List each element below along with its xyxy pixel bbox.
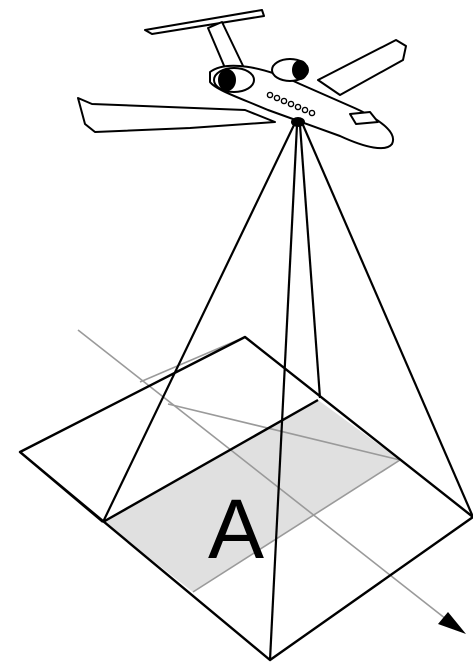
- area-label: A: [208, 482, 264, 576]
- fov-line-front: [270, 125, 297, 660]
- strip-divider-left: [20, 452, 103, 522]
- fov-line-back: [300, 125, 320, 398]
- airplane-icon: [78, 10, 406, 148]
- flight-axis-line: [78, 330, 460, 630]
